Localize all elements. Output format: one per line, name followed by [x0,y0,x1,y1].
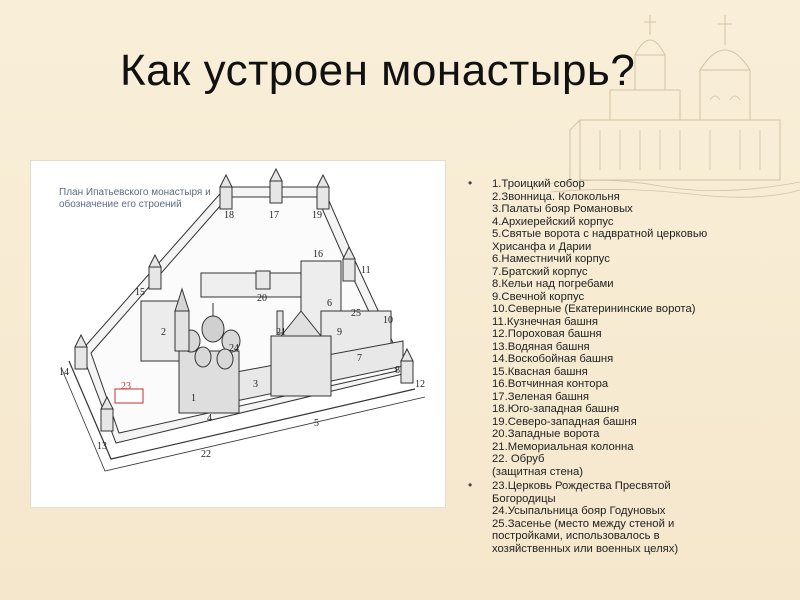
bullet-icon: • [468,176,473,190]
legend-item-19: 19.Северо-западная башня [492,415,637,428]
legend-item-18: 18.Юго-западная башня [492,403,620,415]
plan-label-21: 21 [276,327,286,338]
legend-item-14: 14.Воскобойная башня [492,353,614,365]
legend-item-8: 8.Кельи над погребами [492,278,614,290]
plan-label-23: 23 [121,381,131,392]
slide-title: Как устроен монастырь? [120,46,636,95]
plan-label-13: 13 [97,441,107,452]
plan-label-17: 17 [269,210,279,221]
plan-label-5: 5 [314,418,319,429]
legend-item-15: 15.Квасная башня [492,365,588,378]
plan-label-4: 4 [207,413,212,424]
legend-item-4: 4.Архиерейский корпус [492,215,614,228]
legend-item-22: 22. Обруб (защитная стена) [492,453,584,478]
legend-item-24: 24.Усыпальница бояр Годуновых [492,505,666,517]
plan-label-12: 12 [415,379,425,390]
legend-item-2: 2.Звонница. Колокольня [492,190,620,203]
plan-label-2: 2 [161,327,166,338]
legend-item-1: 1.Троицкий собор [492,178,585,190]
legend-item-5: 5.Святые ворота с надвратной церковью Хр… [492,228,708,253]
plan-label-25: 25 [351,308,361,319]
legend-item-20: 20.Западные ворота [492,428,600,440]
plan-label-3: 3 [253,379,258,390]
legend-item-17: 17.Зеленая башня [492,390,589,403]
plan-label-6: 6 [327,298,332,309]
plan-label-20: 20 [257,293,267,304]
legend-item-10: 10.Северные (Екатерининские ворота) [492,303,696,315]
plan-label-7: 7 [357,353,362,364]
monastery-plan-drawing: 18 17 19 16 11 20 6 15 25 10 21 9 2 7 24… [59,167,426,472]
plan-label-8: 8 [395,365,400,376]
plan-label-19: 19 [312,210,322,221]
bullet-icon: • [468,478,473,492]
plan-label-16: 16 [313,249,323,260]
legend-item-9: 9.Свечной корпус [492,290,585,303]
legend-item-11: 11.Кузнечная башня [492,315,598,328]
legend-item-23: 23.Церковь Рождества Пресвятой Богородиц… [492,480,671,505]
plan-label-15: 15 [135,287,145,298]
plan-label-10: 10 [383,315,393,326]
monastery-plan-panel: 18 17 19 16 11 20 6 15 25 10 21 9 2 7 24… [30,160,446,508]
legend-item-7: 7.Братский корпус [492,265,588,278]
legend-item-3: 3.Палаты бояр Романовых [492,203,633,215]
legend-list: • 1.Троицкий собор 2.Звонница. Колокольн… [468,176,788,555]
plan-label-18: 18 [224,210,234,221]
legend-item-13: 13.Водяная башня [492,340,590,353]
plan-label-1: 1 [191,393,196,404]
legend-item-21: 21.Мемориальная колонна [492,440,634,453]
plan-label-14: 14 [59,367,69,378]
legend-group: • 23.Церковь Рождества Пресвятой Богород… [468,478,788,555]
plan-label-9: 9 [337,327,342,338]
plan-label-11: 11 [361,265,371,276]
plan-caption: План Ипатьевского монастыря и обозначени… [59,187,211,210]
legend-group: • 1.Троицкий собор 2.Звонница. Колокольн… [468,176,788,478]
church-sketch-illustration [540,15,800,198]
plan-label-24: 24 [229,343,239,354]
legend-item-6: 6.Наместничий корпус [492,253,610,265]
legend-item-12: 12.Пороховая башня [492,328,602,340]
plan-label-22: 22 [201,449,211,460]
legend-item-25: 25.Засенье (место между стеной и построй… [492,517,679,555]
legend-item-16: 16.Вотчинная контора [492,378,609,390]
